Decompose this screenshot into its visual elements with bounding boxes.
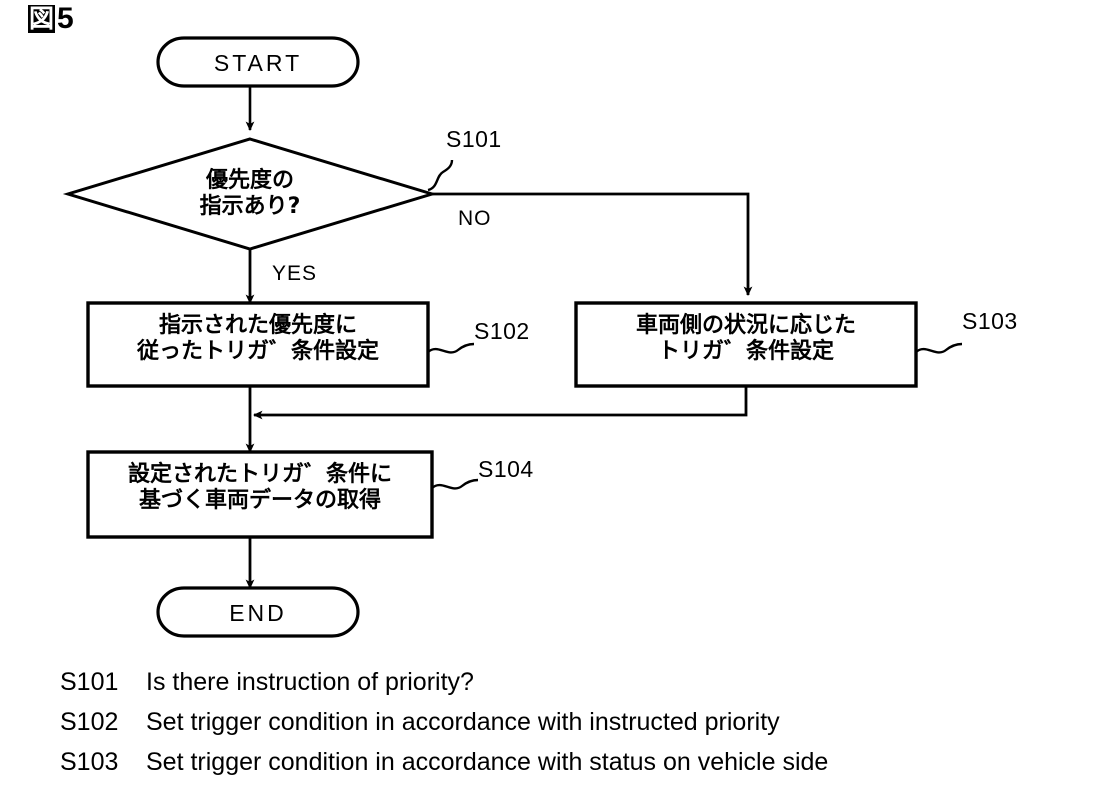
step-label-s103: S103 xyxy=(962,308,1018,334)
process-s102-label: 指示された優先度に 従ったトリガ゛条件設定 xyxy=(88,313,428,365)
legend-row: S101 Is there instruction of priority? xyxy=(60,668,1080,708)
process-s103-line2: トリガ゛条件設定 xyxy=(657,338,834,364)
figure-number: 5 xyxy=(57,2,74,35)
process-s102-line1: 指示された優先度に xyxy=(158,313,357,338)
process-s102-line2: 従ったトリガ゛条件設定 xyxy=(136,338,379,364)
legend-row: S102 Set trigger condition in accordance… xyxy=(60,708,1080,748)
leader-s103 xyxy=(915,342,963,354)
decision-label: 優先度の 指示あり? xyxy=(100,168,400,220)
legend-code: S101 xyxy=(60,668,119,696)
legend-description: Is there instruction of priority? xyxy=(146,668,474,696)
step-label-s104: S104 xyxy=(478,456,534,482)
branch-label-yes: YES xyxy=(272,262,318,285)
start-terminal-label: START xyxy=(213,50,303,76)
figure-label-glyph: 図 xyxy=(28,3,56,34)
decision-label-line1: 優先度の xyxy=(205,168,294,193)
process-s104-line2: 基づく車両データの取得 xyxy=(138,487,381,513)
connector-no-branch xyxy=(432,192,753,296)
step-label-s102: S102 xyxy=(474,318,530,344)
legend-description: Set trigger condition in accordance with… xyxy=(146,748,829,776)
legend-code: S102 xyxy=(60,708,119,736)
connector-s103-merge xyxy=(253,386,748,420)
process-s102-shape xyxy=(86,301,430,388)
legend-code: S103 xyxy=(60,748,119,776)
legend-description: Set trigger condition in accordance with… xyxy=(146,708,780,736)
process-s104-line1: 設定されたトリガ゛条件に xyxy=(127,462,392,487)
leader-s104 xyxy=(431,478,479,490)
process-s104-shape xyxy=(86,450,434,539)
leader-s102 xyxy=(427,342,475,354)
legend-row: S103 Set trigger condition in accordance… xyxy=(60,748,1080,786)
decision-label-line2: 指示あり? xyxy=(199,193,301,219)
start-terminal-shape xyxy=(156,36,360,88)
legend: S101 Is there instruction of priority? S… xyxy=(60,668,1080,786)
step-label-s101: S101 xyxy=(446,126,502,152)
leader-s101 xyxy=(427,159,454,192)
process-s103-shape xyxy=(574,301,918,388)
end-terminal-shape xyxy=(156,586,360,638)
process-s103-line1: 車両側の状況に応じた xyxy=(635,313,856,338)
branch-label-no: NO xyxy=(458,207,492,230)
end-terminal-label: END xyxy=(229,600,287,626)
process-s104-label: 設定されたトリガ゛条件に 基づく車両データの取得 xyxy=(88,462,432,514)
process-s103-label: 車両側の状況に応じた トリガ゛条件設定 xyxy=(576,313,916,365)
